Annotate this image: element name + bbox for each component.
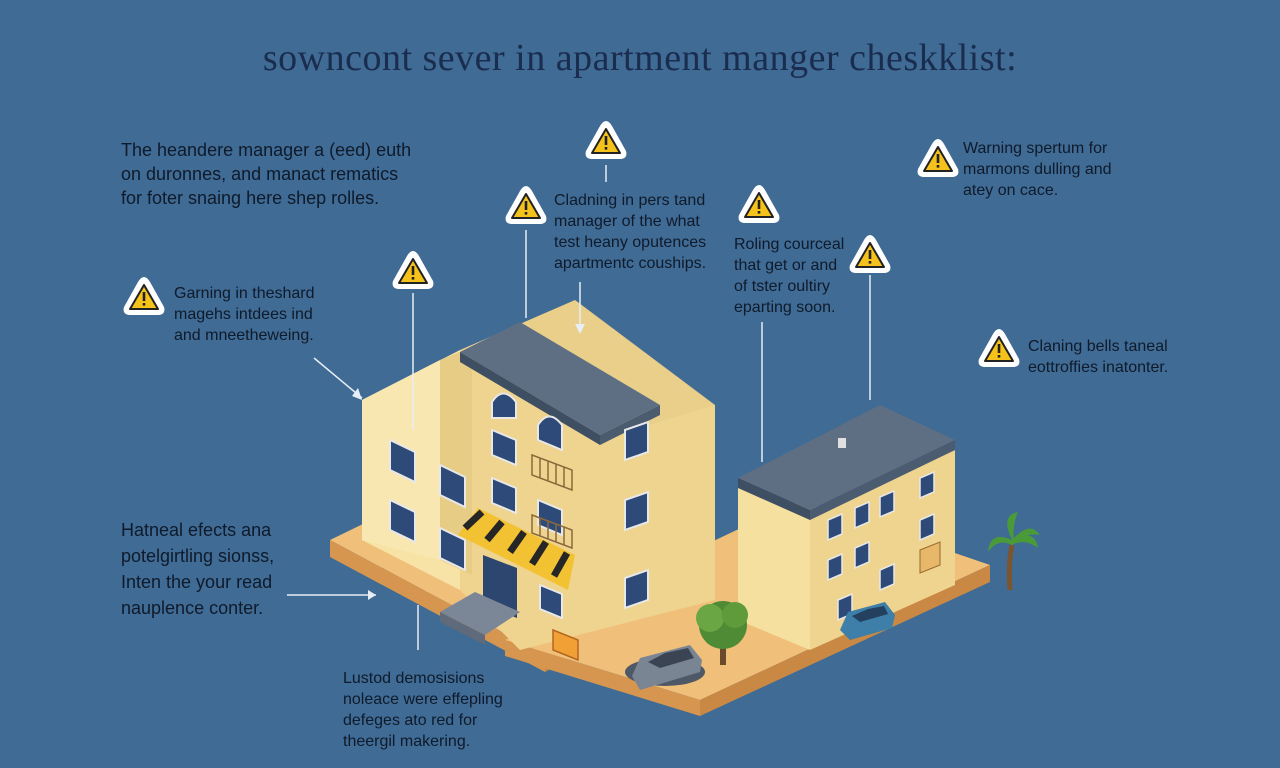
warning-triangle-icon: [849, 235, 891, 273]
warning-triangle-icon: [917, 139, 959, 177]
warning-triangle-icon: [123, 277, 165, 315]
warning-triangle-icon: [585, 121, 627, 159]
striped-awning: [458, 508, 575, 590]
secondary-roof: [738, 405, 955, 510]
note-right: Claning bells taneal eottroffies inatont…: [1028, 338, 1169, 376]
page-title: sowncont sever in apartment manger chesk…: [262, 37, 1018, 79]
note-center-right: Roling courceal that get or and of tster…: [734, 236, 845, 316]
warning-triangle-icon: [505, 186, 547, 224]
connector-lines: [287, 165, 871, 650]
note-center: Cladning in pers tand manager of the wha…: [554, 192, 707, 272]
palm-tree: [988, 512, 1040, 591]
note-top-left: The heandere manager a (eed) euth on dur…: [121, 140, 412, 208]
car-right: [840, 602, 895, 640]
note-bottom: Lustod demosisions noleace were effeplin…: [343, 670, 503, 750]
note-lower-left: Hatneal efects ana potelgirtling sionss,…: [121, 520, 275, 618]
main-roof: [460, 322, 660, 435]
warning-triangle-icon: [978, 329, 1020, 367]
car-left: [625, 645, 705, 690]
tree-bush: [696, 601, 748, 665]
note-mid-left: Garning in theshard magehs intdees ind a…: [174, 285, 315, 344]
main-building: [362, 300, 715, 662]
warning-triangle-icon: [392, 251, 434, 289]
note-top-right: Warning spertum for marmons dulling and …: [963, 140, 1112, 199]
warning-triangle-icon: [738, 185, 780, 223]
secondary-building: [738, 405, 955, 650]
